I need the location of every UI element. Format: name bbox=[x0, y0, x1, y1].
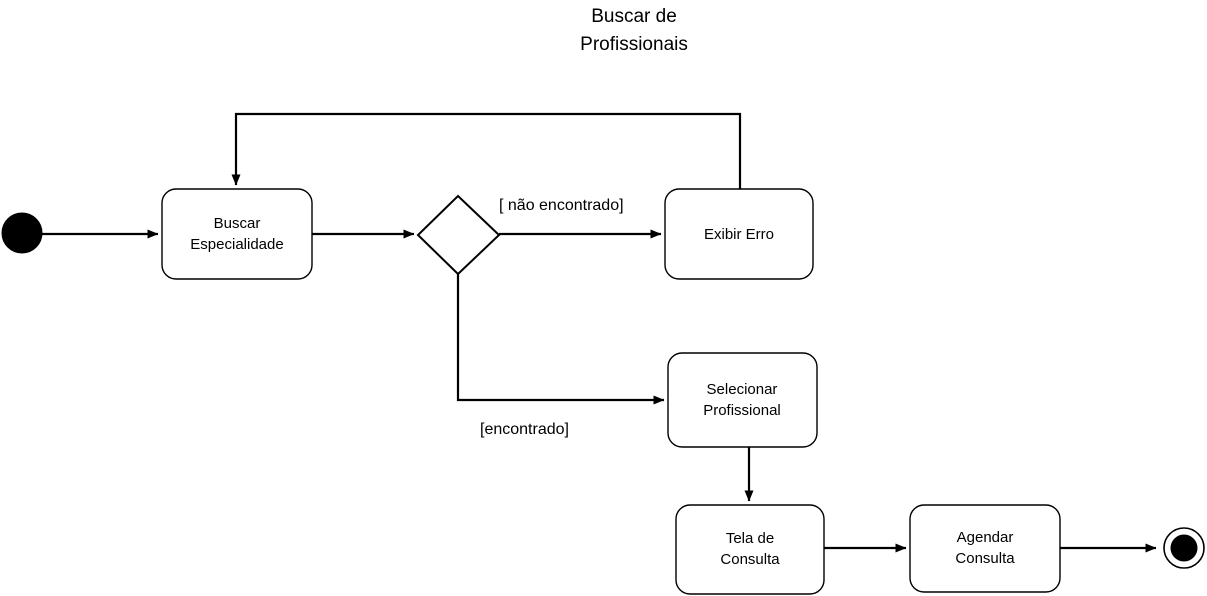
action-selecionar-profissional[interactable]: Selecionar Profissional bbox=[667, 352, 818, 448]
action-agendar-consulta-line2: Consulta bbox=[955, 550, 1015, 567]
action-buscar-especialidade-shape[interactable] bbox=[161, 188, 313, 280]
action-exibir-erro-line1: Exibir Erro bbox=[704, 226, 774, 243]
edge-exibir-erro-loopback-to-buscar-especialidade bbox=[231, 112, 742, 189]
action-agendar-consulta-line1: Agendar bbox=[957, 529, 1014, 546]
final-node-inner-disc bbox=[1170, 534, 1198, 562]
action-buscar-especialidade-line2: Especialidade bbox=[190, 236, 283, 253]
diagram-title-line2: Profissionais bbox=[580, 34, 688, 55]
action-tela-de-consulta-shape[interactable] bbox=[675, 504, 825, 595]
action-tela-de-consulta-line2: Consulta bbox=[720, 551, 780, 568]
action-buscar-especialidade-line1: Buscar bbox=[214, 215, 261, 232]
action-selecionar-profissional-line1: Selecionar bbox=[707, 381, 778, 398]
guard-label-nao-encontrado: [ não encontrado] bbox=[499, 197, 624, 214]
initial-node[interactable] bbox=[1, 212, 43, 254]
action-buscar-especialidade[interactable]: Buscar Especialidade bbox=[161, 188, 313, 280]
final-node[interactable] bbox=[1163, 527, 1205, 569]
action-tela-de-consulta[interactable]: Tela de Consulta bbox=[675, 504, 825, 595]
diagram-title-line1: Buscar de bbox=[591, 6, 677, 27]
action-selecionar-profissional-shape[interactable] bbox=[667, 352, 818, 448]
edge-decision-to-selecionar-profissional bbox=[456, 274, 665, 405]
guard-label-encontrado: [encontrado] bbox=[480, 421, 569, 438]
action-agendar-consulta[interactable]: Agendar Consulta bbox=[909, 504, 1061, 593]
action-exibir-erro[interactable]: Exibir Erro bbox=[664, 188, 814, 280]
action-tela-de-consulta-line1: Tela de bbox=[726, 530, 774, 547]
action-selecionar-profissional-line2: Profissional bbox=[703, 402, 781, 419]
action-agendar-consulta-shape[interactable] bbox=[909, 504, 1061, 593]
decision-node[interactable] bbox=[416, 194, 501, 276]
action-exibir-erro-shape[interactable] bbox=[664, 188, 814, 280]
